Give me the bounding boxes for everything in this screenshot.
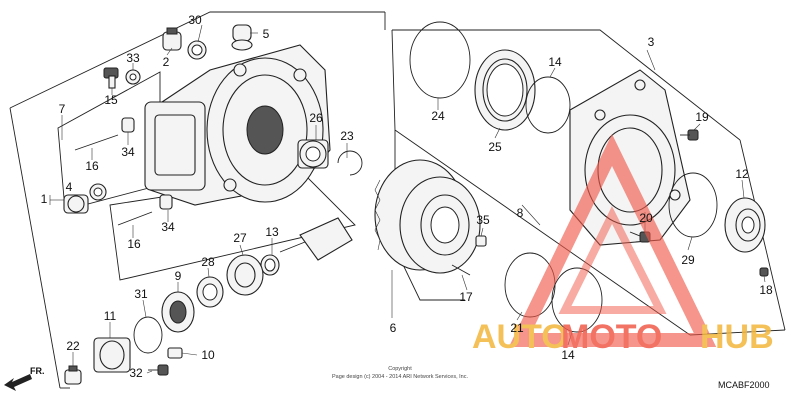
- part-13-ring: [260, 254, 280, 276]
- part-34-dowel-lower: [159, 194, 173, 210]
- callout-14-upper: 14: [548, 55, 562, 69]
- part-30-oring: [187, 40, 207, 60]
- callout-34-lower: 34: [161, 220, 175, 234]
- callout-14-lower: 14: [561, 348, 575, 362]
- callout-1: 1: [41, 192, 48, 206]
- callout-21: 21: [510, 321, 524, 335]
- front-direction-label: FR.: [30, 366, 45, 376]
- callout-10: 10: [201, 348, 215, 362]
- callout-19: 19: [695, 110, 709, 124]
- diagram-code: MCABF2000: [718, 380, 770, 390]
- part-14-upper-oring: [525, 76, 571, 134]
- part-11-nut: [93, 337, 131, 373]
- final-drive-cover: [569, 69, 691, 246]
- callout-23: 23: [340, 129, 354, 143]
- callout-34-upper: 34: [121, 145, 135, 159]
- part-5-cap: [231, 24, 253, 51]
- part-10-clip: [167, 347, 183, 359]
- callout-6: 6: [390, 321, 397, 335]
- watermark-text-hub: HUB: [700, 318, 774, 356]
- callout-7: 7: [59, 102, 66, 116]
- callout-9: 9: [175, 269, 182, 283]
- callout-8: 8: [517, 206, 524, 220]
- part-17-stud: [451, 264, 471, 276]
- part-26-bearing: [297, 139, 329, 169]
- part-2-plug: [162, 27, 182, 51]
- watermark-text-auto: AUTO: [472, 318, 568, 356]
- part-24-circlip: [409, 21, 471, 99]
- callout-16-lower: 16: [127, 237, 141, 251]
- part-31-oring: [133, 316, 163, 354]
- copyright-line1: Copyright: [388, 366, 412, 372]
- callout-28: 28: [201, 255, 215, 269]
- callout-5: 5: [263, 27, 270, 41]
- part-35-pin: [475, 235, 487, 247]
- callout-11: 11: [104, 309, 117, 323]
- group-frame-left: [9, 11, 386, 389]
- callout-29: 29: [681, 253, 695, 267]
- callout-4: 4: [66, 180, 73, 194]
- front-direction-arrow: FR.: [4, 366, 45, 391]
- part-32-bolt: [148, 364, 169, 376]
- part-16-stud-lower: [117, 211, 153, 226]
- pinion-gear: [279, 217, 353, 261]
- part-15-bolt: [103, 67, 119, 89]
- watermark: AUTO MOTO HUB: [472, 134, 774, 356]
- part-27-bearing: [226, 254, 264, 296]
- callout-24: 24: [431, 109, 445, 123]
- part-4-seal: [89, 183, 107, 201]
- part-25-bearing: [474, 49, 536, 131]
- callout-17: 17: [459, 290, 473, 304]
- part-28-bearing: [196, 276, 224, 308]
- callout-30: 30: [188, 13, 202, 27]
- part-23-circlip: [337, 150, 363, 176]
- callout-35: 35: [476, 213, 490, 227]
- callout-33: 33: [126, 51, 140, 65]
- callout-26: 26: [309, 111, 323, 125]
- callouts: 1 2 3 4 5 6 7 8 9 10 11 12 13 14 14 15 1…: [41, 13, 773, 380]
- callout-27: 27: [233, 231, 247, 245]
- part-16-stud-upper: [74, 134, 119, 151]
- watermark-triangle-inner: [558, 206, 667, 314]
- part-18-bolt: [759, 267, 769, 277]
- callout-20: 20: [639, 211, 653, 225]
- part-29-oring: [668, 172, 718, 238]
- callout-15: 15: [104, 93, 118, 107]
- part-34-dowel-upper: [121, 117, 135, 133]
- callout-18: 18: [759, 283, 773, 297]
- part-1-bearing: [63, 194, 89, 214]
- ring-gear: [374, 159, 481, 274]
- callout-25: 25: [488, 140, 502, 154]
- part-12-cap: [724, 197, 766, 253]
- callout-31: 31: [134, 287, 148, 301]
- callout-12: 12: [735, 167, 749, 181]
- part-22-plug: [64, 365, 82, 385]
- watermark-triangle-outer: [508, 134, 717, 347]
- callout-16-upper: 16: [85, 159, 99, 173]
- part-9-bearing: [161, 291, 195, 333]
- callout-32: 32: [129, 366, 143, 380]
- callout-13: 13: [265, 225, 279, 239]
- gear-case-housing: [144, 44, 331, 206]
- part-19-bolt: [680, 129, 699, 141]
- callout-2: 2: [163, 55, 170, 69]
- part-33-washer: [125, 69, 141, 85]
- callout-22: 22: [66, 339, 80, 353]
- part-14-lower-oring: [551, 267, 603, 333]
- callout-3: 3: [648, 35, 655, 49]
- copyright-line2: Page design (c) 2004 - 2014 ARI Network …: [332, 374, 469, 380]
- watermark-text-moto: MOTO: [561, 318, 662, 356]
